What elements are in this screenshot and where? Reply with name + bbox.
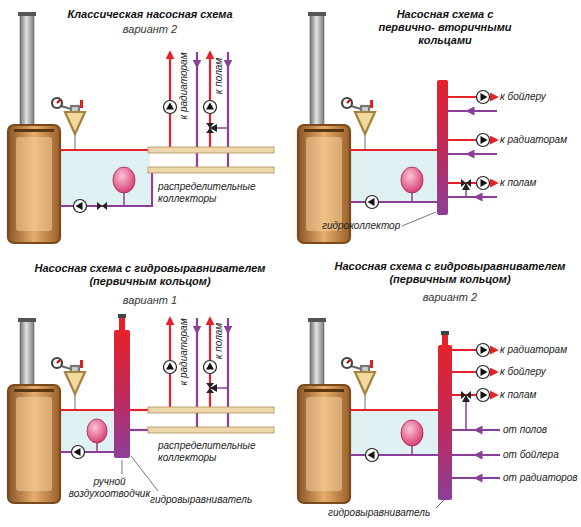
- part-label: гидроколлектор: [322, 220, 400, 232]
- pipe-label: к радиаторам: [178, 318, 190, 385]
- pipe-label: от радиаторов: [503, 472, 578, 484]
- pipe-label: к полам: [500, 389, 536, 401]
- scheme-title: Насосная схема с гидровыравнивателем (пе…: [325, 260, 575, 286]
- scheme-title: Насосная схема с первично- вторичными ко…: [375, 8, 515, 47]
- pipe-label: к бойлеру: [500, 366, 546, 378]
- pipe-label: от полов: [503, 424, 547, 436]
- pipe-label: к радиаторам: [500, 344, 567, 356]
- pipe-label: к полам: [213, 323, 225, 359]
- part-label: гидровыравниватель: [150, 494, 252, 506]
- pipe-label: от бойлера: [503, 449, 559, 461]
- part-label: гидровыравниватель: [328, 507, 430, 519]
- part-label: распределительные коллекторы: [158, 440, 283, 464]
- pipe-label: к радиаторам: [178, 52, 190, 119]
- part-label: распределительные коллекторы: [158, 181, 283, 205]
- pipe-label: к полам: [500, 177, 536, 189]
- pipe-label: к радиаторам: [500, 134, 567, 146]
- variant-label: вариант 2: [20, 23, 280, 36]
- variant-label: вариант 2: [325, 291, 575, 304]
- pipe-label: к полам: [213, 58, 225, 94]
- scheme-title: Насосная схема с гидровыравнивателем (пе…: [25, 262, 275, 288]
- scheme-title: Классическая насосная схема: [20, 8, 280, 21]
- part-label: ручной воздухоотводчик: [62, 476, 157, 500]
- variant-label: вариант 1: [25, 294, 275, 307]
- pipe-label: к бойлеру: [500, 91, 546, 103]
